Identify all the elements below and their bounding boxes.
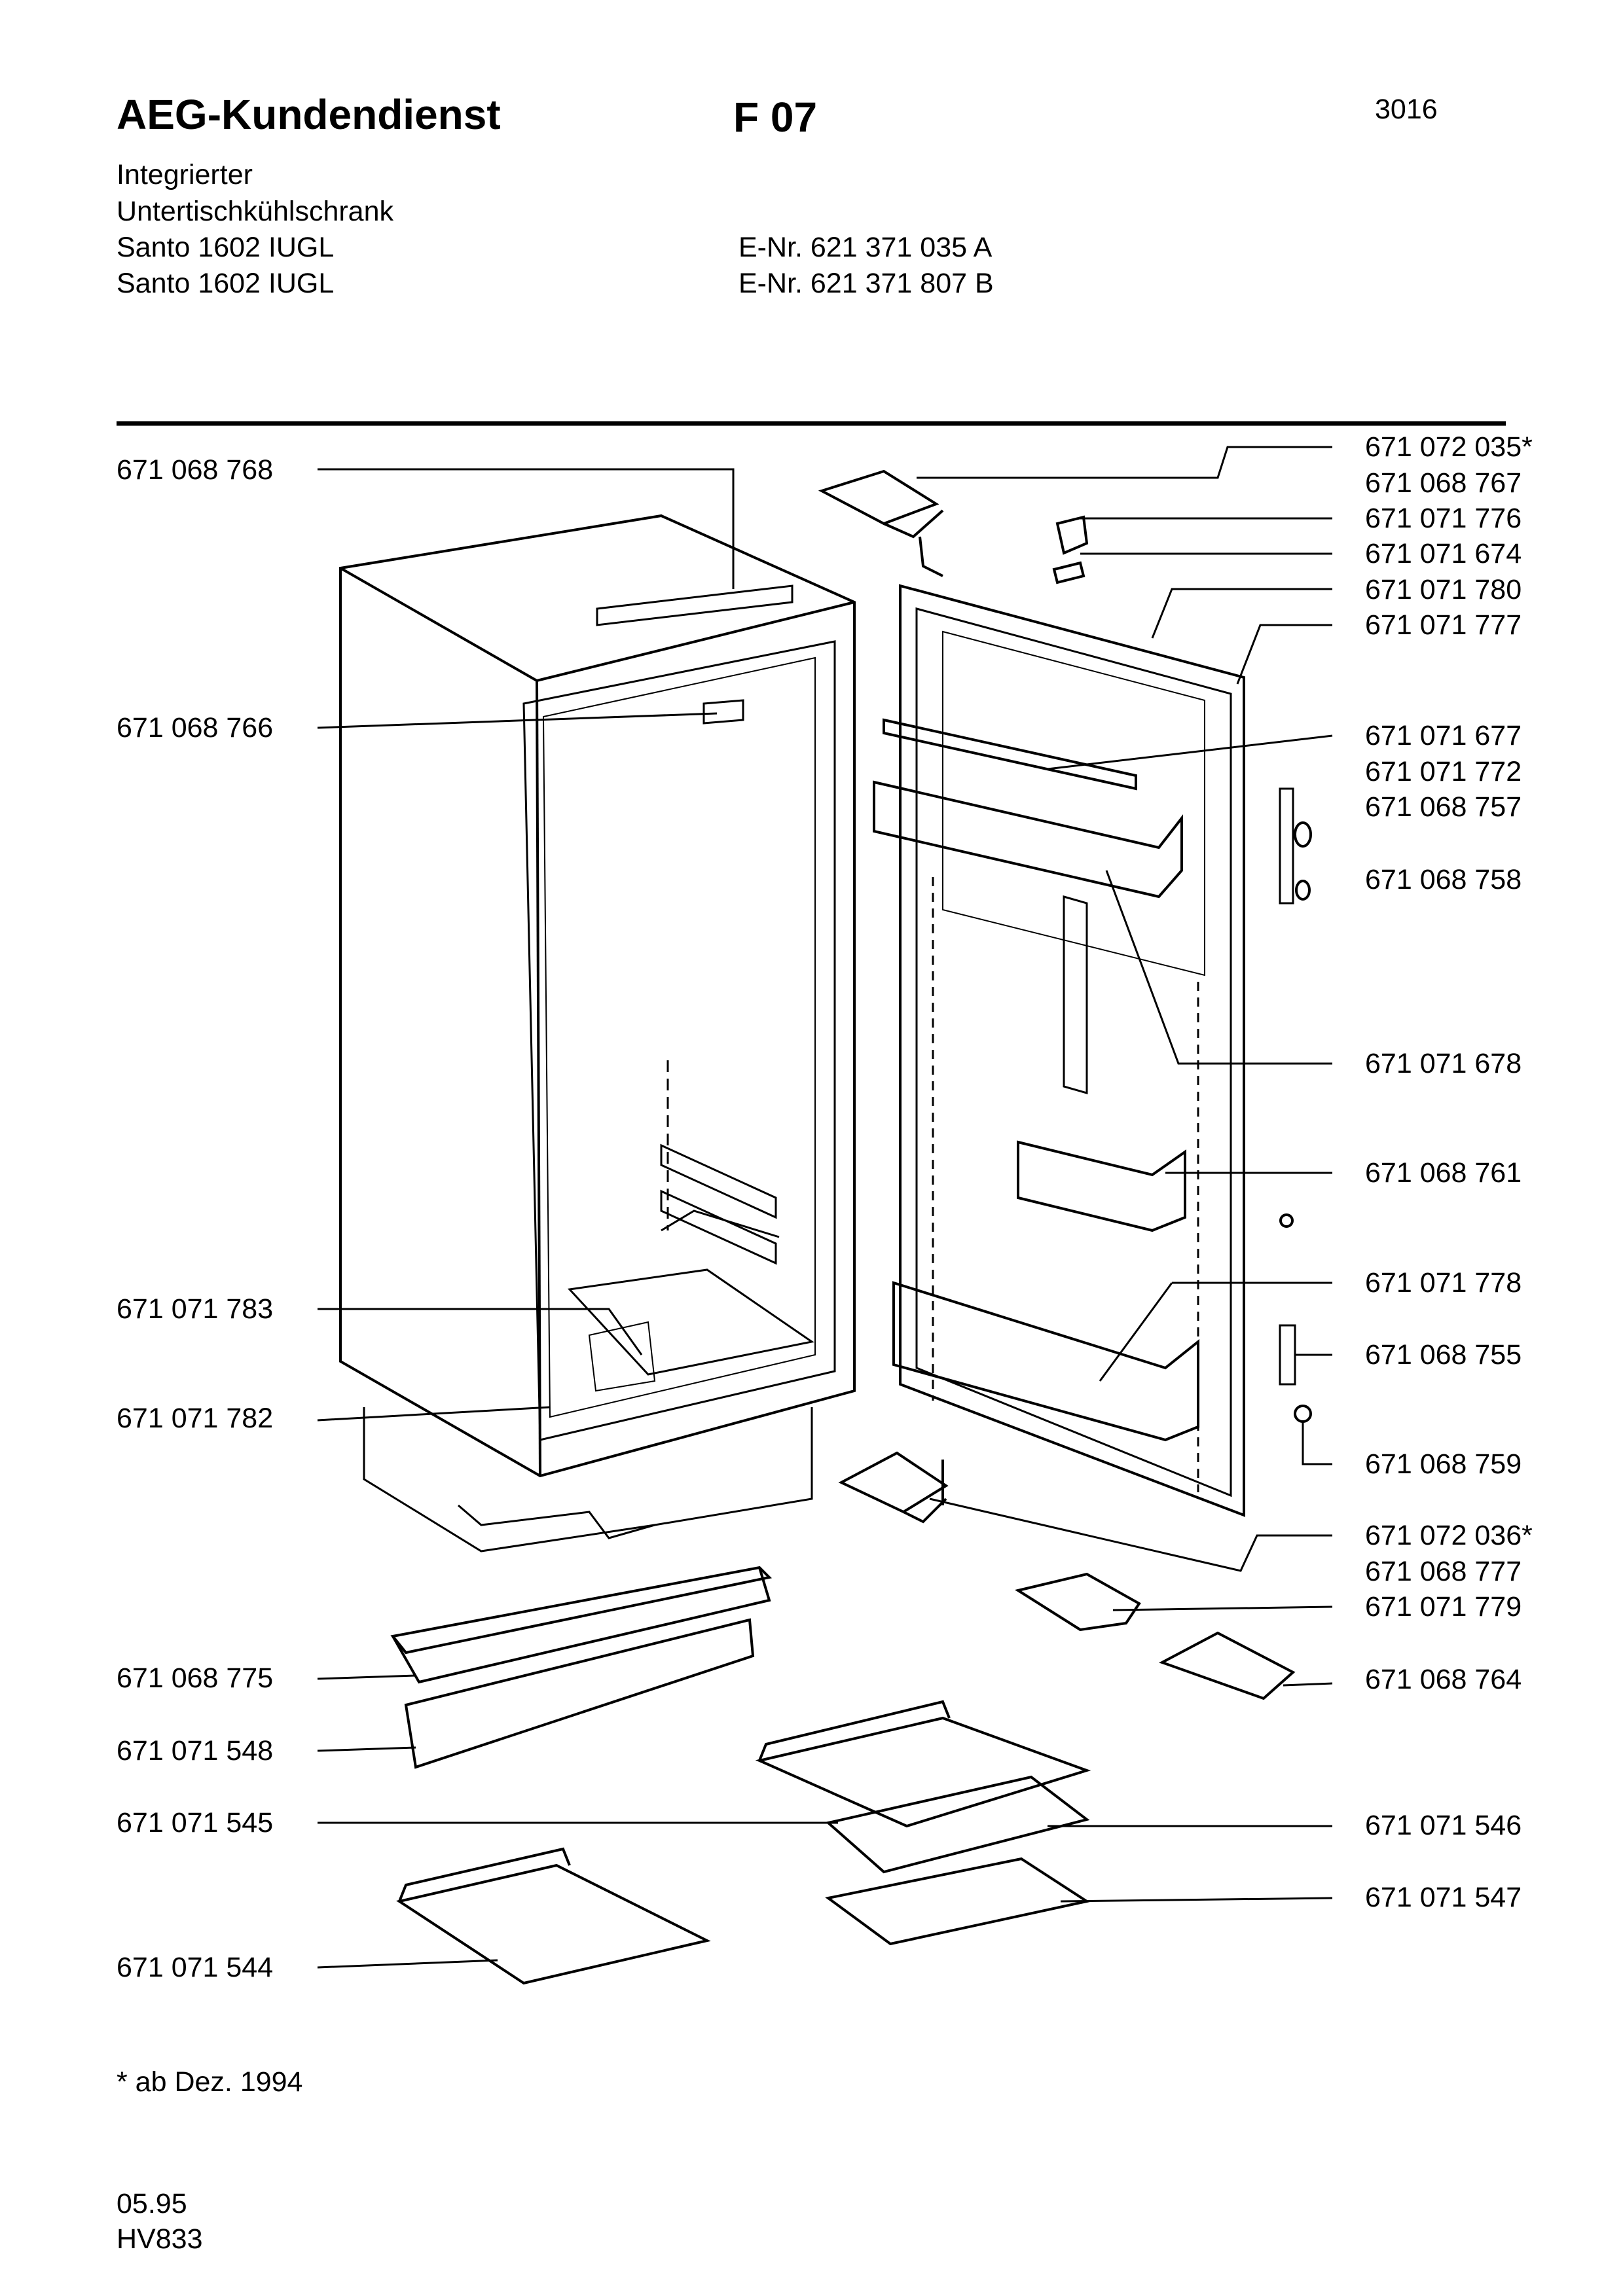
footer-date: 05.95 <box>117 2188 187 2219</box>
part-number: 671 071 776 <box>1365 503 1522 534</box>
lower-parts <box>390 1566 1091 1985</box>
part-number: 671 068 764 <box>1365 1664 1522 1695</box>
part-number: 671 071 546 <box>1365 1810 1522 1841</box>
part-number: 671 071 782 <box>117 1403 274 1434</box>
model-name-2: Santo 1602 IUGL <box>117 268 335 299</box>
page-title: AEG-Kundendienst <box>117 91 501 138</box>
model-name-1: Santo 1602 IUGL <box>117 232 335 263</box>
enr-number-2: E-Nr. 621 371 807 B <box>739 268 994 299</box>
footnote: * ab Dez. 1994 <box>117 2066 303 2098</box>
part-number: 671 071 547 <box>1365 1882 1522 1913</box>
cabinet-body <box>339 514 856 1552</box>
part-number: 671 068 757 <box>1365 791 1522 823</box>
door-shelves <box>873 718 1296 1700</box>
part-number: 671 071 677 <box>1365 720 1522 751</box>
part-number: 671 068 766 <box>117 712 274 744</box>
diagram-code: F 07 <box>733 94 818 141</box>
part-number: 671 071 678 <box>1365 1048 1522 1079</box>
part-number: 671 071 778 <box>1365 1267 1522 1299</box>
part-number: 671 068 755 <box>1365 1339 1522 1371</box>
leader-lines <box>317 446 1333 1969</box>
hinges-and-small-parts <box>818 469 1312 1524</box>
part-number: 671 068 759 <box>1365 1448 1522 1480</box>
description-line2: Untertischkühlschrank <box>117 196 394 227</box>
enr-number-1: E-Nr. 621 371 035 A <box>739 232 993 263</box>
part-number: 671 071 779 <box>1365 1591 1522 1623</box>
part-number: 671 068 761 <box>1365 1157 1522 1189</box>
part-number: 671 068 775 <box>117 1662 274 1694</box>
page-number: 3016 <box>1375 94 1438 125</box>
part-number: 671 072 035* <box>1365 431 1533 463</box>
part-number: 671 071 674 <box>1365 538 1522 569</box>
part-number: 671 068 767 <box>1365 467 1522 499</box>
part-number: 671 071 545 <box>117 1807 274 1839</box>
part-number: 671 068 768 <box>117 454 274 486</box>
part-number: 671 071 783 <box>117 1293 274 1325</box>
part-number: 671 071 548 <box>117 1735 274 1767</box>
part-number: 671 072 036* <box>1365 1520 1533 1551</box>
door <box>899 584 1245 1517</box>
part-number: 671 071 772 <box>1365 756 1522 787</box>
part-number: 671 071 544 <box>117 1952 274 1983</box>
description-line1: Integrierter <box>117 159 253 190</box>
part-number: 671 071 777 <box>1365 609 1522 641</box>
part-number: 671 071 780 <box>1365 574 1522 605</box>
footer-doc-code: HV833 <box>117 2223 203 2255</box>
part-number: 671 068 758 <box>1365 864 1522 895</box>
part-number: 671 068 777 <box>1365 1556 1522 1587</box>
